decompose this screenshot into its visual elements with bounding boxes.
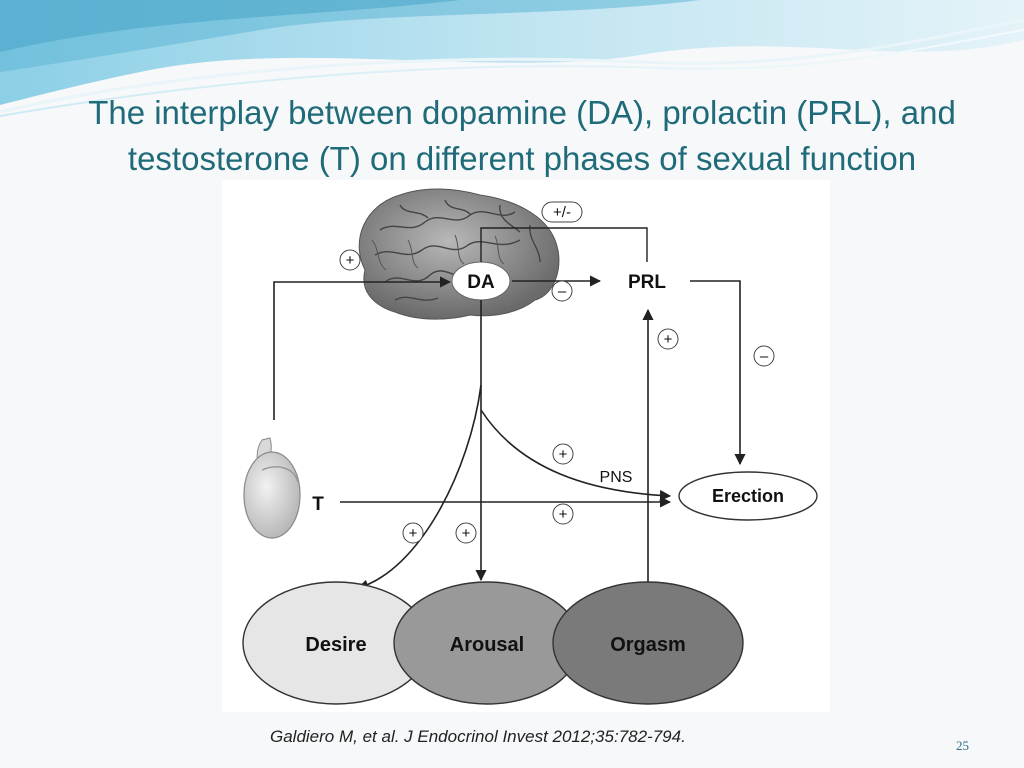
desire-label: Desire [305, 634, 366, 656]
sign-to-desire: + [402, 522, 424, 544]
arousal-label: Arousal [450, 634, 524, 656]
orgasm-label: Orgasm [610, 634, 686, 656]
svg-text:+: + [559, 506, 568, 523]
prl-label: PRL [628, 272, 666, 293]
svg-text:+/-: +/- [553, 204, 571, 221]
pns-label: PNS [600, 469, 633, 486]
testis-icon [243, 437, 301, 539]
svg-text:–: – [760, 348, 769, 365]
slide-title: The interplay between dopamine (DA), pro… [40, 90, 1004, 182]
erection-node [678, 471, 818, 521]
da-label: DA [467, 272, 495, 293]
sign-orgasm-to-prl: + [657, 328, 679, 350]
t-label: T [312, 494, 324, 515]
sign-da-prl-feedback: +/- [541, 201, 583, 223]
svg-text:+: + [462, 525, 471, 542]
svg-text:–: – [558, 283, 567, 300]
slide-title-line-1: The interplay between dopamine (DA), pro… [88, 94, 956, 131]
t-to-da-arrow [273, 276, 452, 420]
da-to-desire-arrow [356, 384, 482, 591]
erection-label: Erection [712, 486, 784, 506]
sign-da-to-prl: – [551, 280, 573, 302]
pns-to-erection-arrow [480, 409, 672, 502]
svg-text:+: + [346, 252, 355, 269]
svg-text:+: + [409, 525, 418, 542]
header-wave-decoration [0, 0, 1024, 117]
sign-t-to-da: + [339, 249, 361, 271]
diagram-panel: DA PRL T Erection PNS [222, 180, 830, 712]
citation: Galdiero M, et al. J Endocrinol Invest 2… [270, 727, 686, 746]
sign-prl-to-erection: – [753, 345, 775, 367]
prl-to-erection-arrow [690, 280, 746, 466]
sign-pns-to-erection: + [552, 443, 574, 465]
sign-t-to-erection: + [552, 503, 574, 525]
svg-text:+: + [559, 446, 568, 463]
page-number: 25 [956, 738, 969, 753]
prl-feedback-line [480, 227, 648, 262]
svg-text:+: + [664, 331, 673, 348]
slide-title-line-2: testosterone (T) on different phases of … [127, 140, 917, 177]
sign-to-arousal: + [455, 522, 477, 544]
orgasm-circle [552, 581, 744, 705]
